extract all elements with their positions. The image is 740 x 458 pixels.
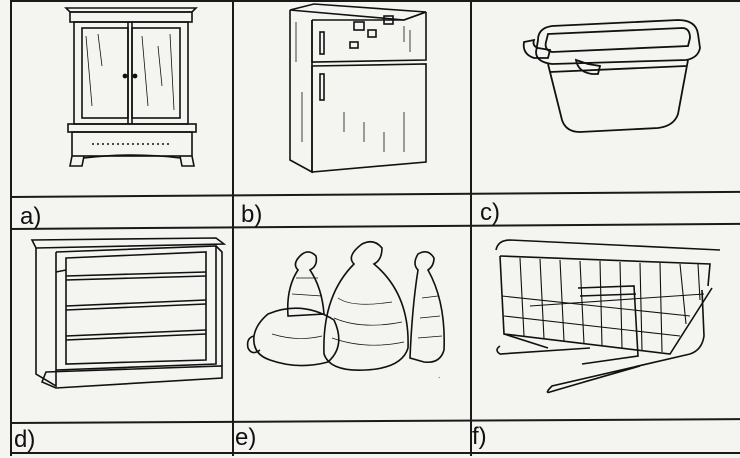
label-d: d)	[14, 426, 36, 453]
grid-line-row1-label	[10, 190, 740, 198]
bookshelf-icon	[26, 232, 226, 392]
storage-box-icon	[518, 14, 708, 140]
label-b: b)	[241, 201, 263, 228]
wardrobe-icon	[62, 6, 202, 168]
grid-line-col2	[470, 0, 472, 456]
refrigerator-icon	[284, 2, 434, 174]
grid-line-top	[10, 0, 740, 2]
grid-line-bottom	[10, 452, 740, 454]
grid-line-row2-label	[10, 418, 740, 424]
svg-text:.: .	[438, 371, 440, 380]
label-a: a)	[20, 203, 42, 230]
label-c: c)	[480, 199, 500, 226]
label-e: e)	[235, 424, 257, 451]
sacks-icon: .	[242, 238, 462, 388]
picture-grid: a) b) c) d) e) f)	[10, 0, 740, 456]
wire-basket-icon	[490, 236, 726, 396]
grid-line-row-mid	[10, 222, 740, 230]
label-f: f)	[472, 423, 487, 450]
